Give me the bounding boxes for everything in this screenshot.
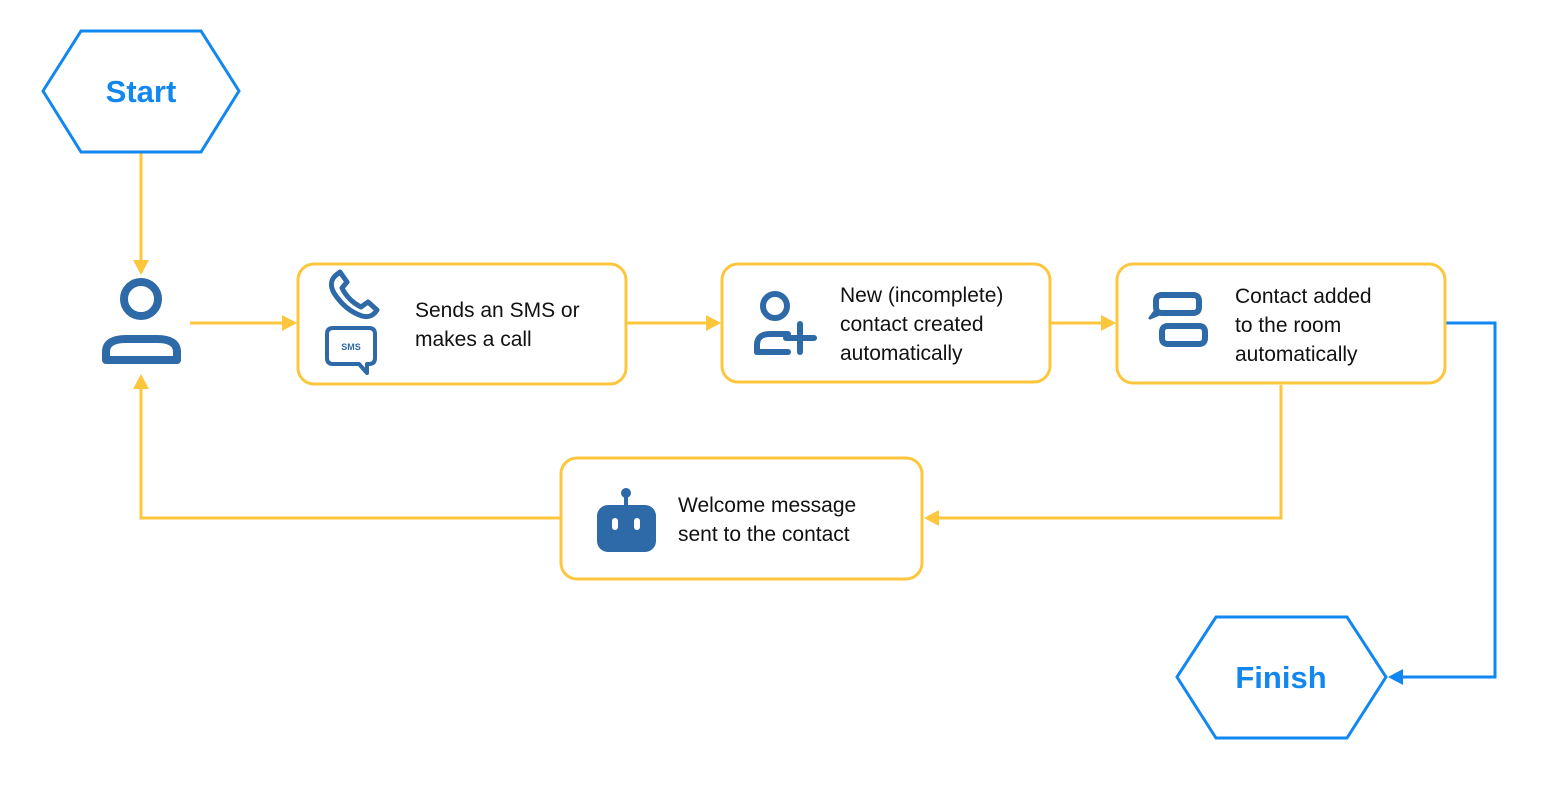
- edge-new-contact-to-room: [1051, 315, 1116, 331]
- edge-room-to-finish: [1388, 321, 1497, 685]
- welcome-line-2: sent to the contact: [678, 523, 850, 546]
- welcome-line-1: Welcome message: [678, 494, 856, 517]
- sms-icon-label: SMS: [341, 342, 361, 352]
- edge-sms-call-to-new-contact: [626, 315, 721, 331]
- edge-user-to-sms-call: [190, 315, 297, 331]
- finish-node: Finish: [1175, 615, 1388, 740]
- sms-bubble-icon: SMS: [325, 326, 377, 375]
- robot-icon: [597, 488, 656, 552]
- person-icon: [102, 278, 181, 364]
- edge-start-to-user: [133, 153, 149, 275]
- finish-label: Finish: [1235, 660, 1326, 695]
- edge-welcome-to-user: [133, 374, 560, 520]
- room-box: Contact added to the room automatically: [1115, 262, 1447, 385]
- phone-icon: [329, 269, 380, 320]
- start-node: Start: [41, 29, 241, 154]
- sms-call-line-1: Sends an SMS or: [415, 299, 580, 322]
- new-contact-box: New (incomplete) contact created automat…: [720, 262, 1052, 384]
- start-label: Start: [106, 74, 177, 109]
- room-line-3: automatically: [1235, 343, 1358, 366]
- chat-bubbles-icon: [1148, 292, 1208, 347]
- edge-room-to-welcome: [924, 385, 1283, 526]
- sms-call-line-2: makes a call: [415, 328, 532, 351]
- room-line-2: to the room: [1235, 314, 1341, 337]
- new-contact-line-1: New (incomplete): [840, 284, 1003, 307]
- new-contact-line-3: automatically: [840, 342, 963, 365]
- room-line-1: Contact added: [1235, 285, 1372, 308]
- sms-call-box: SMS Sends an SMS or makes a call: [296, 262, 628, 386]
- person-add-icon: [754, 291, 817, 355]
- new-contact-line-2: contact created: [840, 313, 984, 336]
- welcome-box: Welcome message sent to the contact: [559, 456, 924, 581]
